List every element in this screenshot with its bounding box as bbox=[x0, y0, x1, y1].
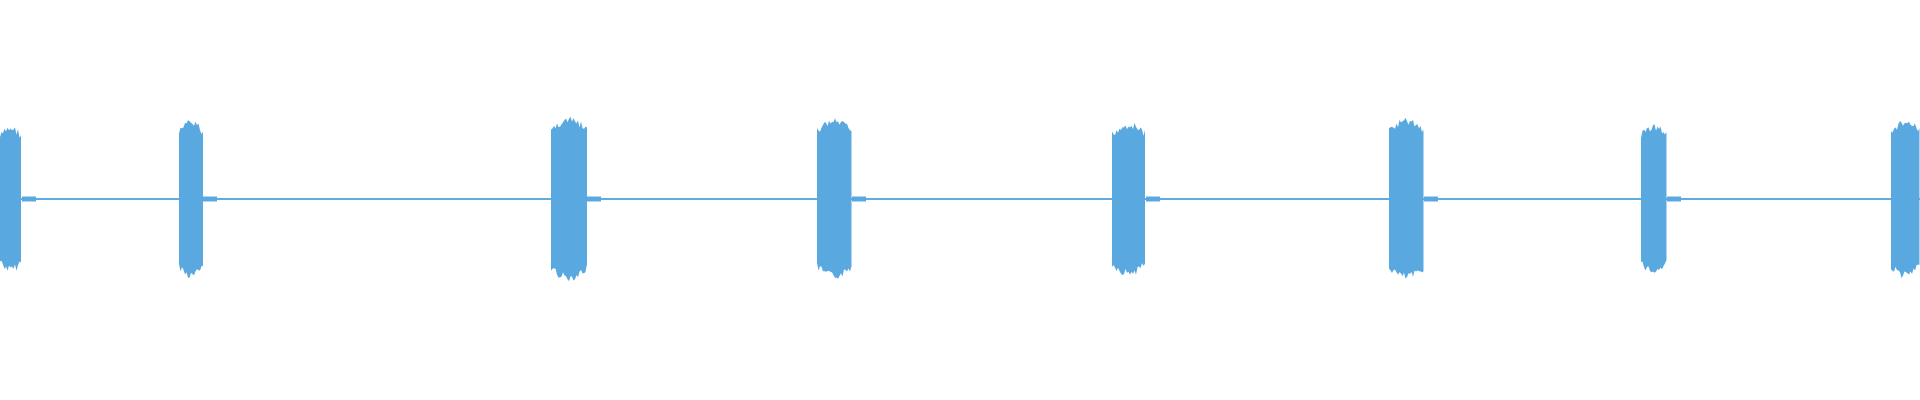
waveform-burst-tail-1 bbox=[22, 196, 36, 202]
waveform-burst-7 bbox=[1641, 124, 1667, 273]
waveform-burst-tail-7 bbox=[1667, 196, 1681, 202]
waveform-burst-tail-2 bbox=[203, 196, 217, 202]
waveform-burst-3 bbox=[551, 116, 587, 282]
waveform-baseline bbox=[0, 198, 1920, 200]
waveform-burst-tail-3 bbox=[587, 196, 601, 202]
waveform-burst-6 bbox=[1389, 117, 1424, 279]
waveform-burst-4 bbox=[817, 118, 852, 279]
waveform-burst-5 bbox=[1112, 122, 1145, 276]
waveform-burst-2 bbox=[179, 120, 203, 278]
waveform-burst-1 bbox=[0, 127, 21, 271]
waveform-burst-tail-6 bbox=[1424, 196, 1438, 202]
waveform-burst-tail-4 bbox=[852, 196, 866, 202]
waveform-burst-tail-5 bbox=[1146, 196, 1160, 202]
waveform-burst-8 bbox=[1891, 121, 1920, 278]
